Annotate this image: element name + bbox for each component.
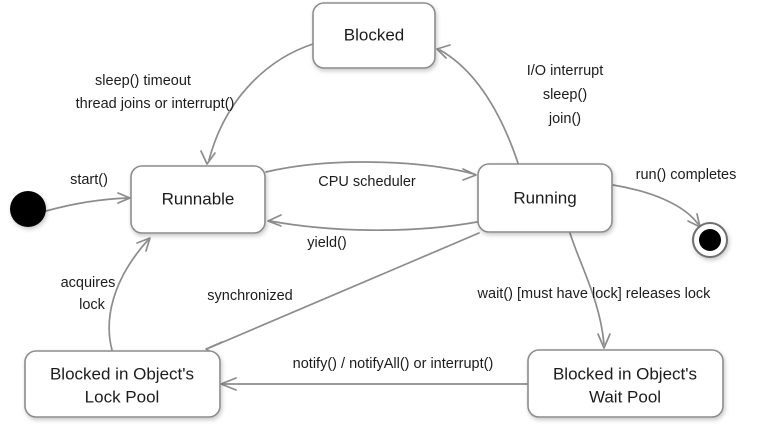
state-wait-pool[interactable]: Blocked in Object's Wait Pool [527,349,724,418]
edge-label-running-to-blocked-line3: join() [548,111,581,127]
edge-label-synchronized: synchronized [207,288,292,304]
edge-label-blocked-to-runnable-line1: sleep() timeout [95,73,191,89]
edge-label-running-to-blocked-line1: I/O interrupt [527,63,604,79]
transition-yield [267,214,478,232]
transition-run-completes-line [612,184,699,225]
edge-label-wait: wait() [must have lock] releases lock [477,286,712,302]
transition-running-to-blocked-arrowhead [436,44,451,59]
transition-notify [220,377,528,391]
transition-running-to-blocked-line [439,49,519,164]
edge-label-run-completes: run() completes [636,167,737,183]
transition-running-to-blocked [436,44,519,164]
edge-label-yield: yield() [307,235,346,251]
edge-label-cpu-scheduler: CPU scheduler [318,174,416,190]
state-runnable-box[interactable] [130,165,266,234]
transition-start-arrowhead [117,192,131,204]
state-runnable[interactable]: Runnable [130,165,266,234]
transition-wait [569,232,611,349]
transition-cpu-scheduler [265,161,477,181]
transition-acquires-lock [108,237,151,351]
state-blocked[interactable]: Blocked [312,2,436,69]
transition-blocked-to-runnable-line [208,43,314,161]
transition-wait-arrowhead [597,333,611,349]
transition-acquires-lock-line [108,239,149,351]
edge-label-running-to-blocked-line2: sleep() [543,87,587,103]
transition-cpu-scheduler-line [265,161,475,175]
transition-yield-arrowhead [267,214,282,227]
state-wait-pool-label-line1: Blocked in Object's [553,364,697,383]
initial-state-node[interactable] [10,191,46,227]
transition-acquires-lock-arrowhead [136,237,151,252]
final-state-node[interactable] [692,222,728,258]
state-blocked-box[interactable] [312,2,436,69]
state-lock-pool-label-line2: Lock Pool [85,387,160,406]
edge-label-start: start() [70,172,108,188]
transition-blocked-to-runnable-arrowhead [200,150,216,165]
state-running[interactable]: Running [477,163,613,233]
transition-run-completes [612,184,701,228]
state-lock-pool-label-line1: Blocked in Object's [50,364,194,383]
state-lock-pool-box[interactable] [24,350,221,418]
transition-cpu-scheduler-arrowhead [462,168,477,181]
transition-synchronized-line [208,232,480,349]
transition-yield-line [269,220,478,232]
transition-wait-line [569,232,605,345]
state-wait-pool-label-line2: Wait Pool [589,387,661,406]
transition-notify-arrowhead [220,377,237,391]
edge-label-notify: notify() / notifyAll() or interrupt() [293,356,494,372]
state-wait-pool-box[interactable] [527,349,724,418]
edge-label-blocked-to-runnable-line2: thread joins or interrupt() [76,96,235,112]
state-blocked-label: Blocked [344,25,404,44]
state-lock-pool[interactable]: Blocked in Object's Lock Pool [24,350,221,418]
state-runnable-label: Runnable [162,189,235,208]
transition-start [45,192,131,212]
final-state-inner-disc [699,229,721,251]
state-running-label: Running [513,188,576,207]
edge-label-acquires-lock-line2: lock [79,297,106,313]
edge-label-acquires-lock-line1: acquires [61,275,116,291]
transition-blocked-to-runnable [200,43,314,165]
transition-start-line [45,197,129,212]
state-running-box[interactable] [477,163,613,233]
